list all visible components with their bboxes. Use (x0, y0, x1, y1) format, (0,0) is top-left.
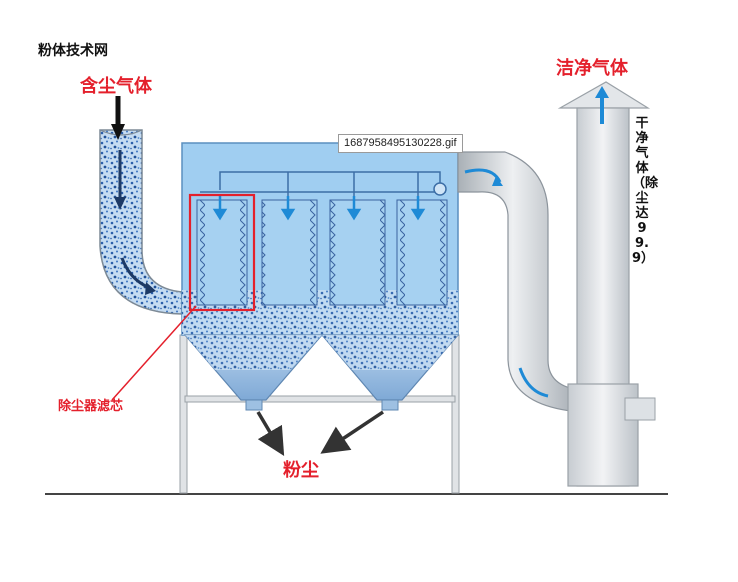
image-filename-tooltip: 1687958495130228.gif (338, 134, 463, 153)
pulse-arrows (212, 196, 426, 221)
filter-callout-line (111, 305, 197, 401)
dust-arrows (256, 410, 384, 457)
inlet-arrows (111, 96, 156, 295)
exhaust-stack (557, 81, 656, 487)
label-dust: 粉尘 (283, 460, 319, 481)
outlet-duct (457, 151, 581, 413)
label-clean-gas: 洁净气体 (556, 58, 628, 79)
pulse-manifold (200, 171, 447, 196)
label-dirty-gas: 含尘气体 (80, 76, 152, 97)
label-filter-cartridge: 除尘器滤芯 (58, 399, 124, 414)
filter-highlight (188, 193, 256, 312)
hoppers (183, 334, 460, 411)
label-clean-gas-description: 干净气体（除尘达99.9） (632, 116, 659, 266)
site-title: 粉体技术网 (38, 43, 108, 59)
inlet-pipe (99, 129, 183, 315)
